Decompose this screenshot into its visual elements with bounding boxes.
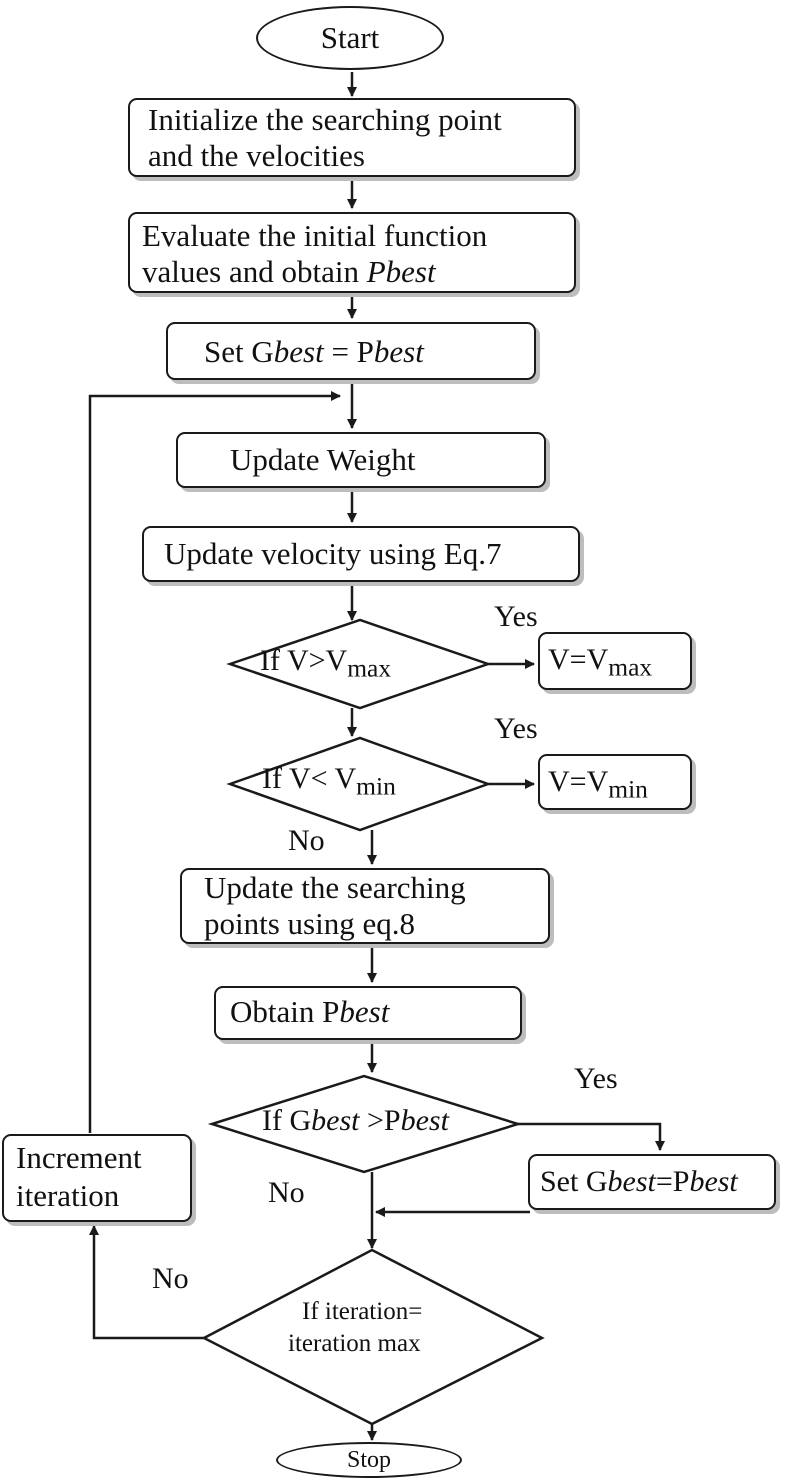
update-velocity-process: Update velocity using Eq.7 [142,526,580,582]
update-points-line2: points using eq.8 [204,906,415,941]
evaluate-line2: values and obtain Pbest [142,254,436,289]
update-weight-process: Update Weight [176,432,546,488]
assign-vmin-process: V=Vmin [538,754,692,810]
stop-terminal: Stop [276,1442,462,1478]
decision-iteration-shape [201,1248,545,1426]
stop-label: Stop [346,1446,391,1473]
label-yes-vmax: Yes [494,600,538,633]
label-no-vmin: No [288,824,325,857]
decision-vmax-shape [226,618,492,710]
set-gbest2-process: Set Gbest=Pbest [528,1154,776,1210]
set-gbest-text: Set Gbest = Pbest [204,334,424,369]
start-label: Start [320,20,380,55]
evaluate-line1: Evaluate the initial function [142,218,488,253]
increment-process: Increment iteration [2,1134,192,1222]
decision-iteration-line2: iteration max [288,1330,421,1357]
decision-iteration-line1: If iteration= [302,1298,423,1325]
increment-line1: Increment [16,1140,142,1175]
increment-line2: iteration [16,1178,120,1213]
init-process: Initialize the searching point and the v… [128,98,576,177]
arrow-gbest-yes [516,1122,665,1151]
evaluate-process: Evaluate the initial function values and… [128,212,576,293]
decision-vmax-text: If V>Vmax [260,644,392,683]
init-line1: Initialize the searching point [148,102,502,137]
arrow-iter-increment [89,1225,206,1340]
label-no-iter: No [152,1262,189,1295]
set-gbest2-text: Set Gbest=Pbest [540,1165,738,1198]
label-yes-gbest: Yes [574,1062,618,1095]
decision-gbest-text: If Gbest >Pbest [262,1104,449,1137]
label-yes-vmin: Yes [494,712,538,745]
update-points-process: Update the searching points using eq.8 [180,868,550,944]
init-line2: and the velocities [148,138,365,173]
assign-vmin-text: V=Vmin [548,765,648,804]
update-weight-text: Update Weight [230,442,416,477]
arrow-loop-back [88,391,341,1133]
start-terminal: Start [256,6,444,70]
decision-vmin-text: If V< Vmin [262,762,396,801]
label-no-gbest: No [268,1176,305,1209]
decision-vmin-shape [226,736,492,832]
assign-vmax-process: V=Vmax [538,632,692,690]
assign-vmax-text: V=Vmax [548,643,653,682]
update-points-line1: Update the searching [204,870,466,905]
set-gbest-process: Set Gbest = Pbest [166,322,536,380]
decision-gbest-shape [207,1074,523,1174]
obtain-pbest-process: Obtain Pbest [214,986,522,1040]
obtain-pbest-text: Obtain Pbest [230,994,390,1029]
update-velocity-text: Update velocity using Eq.7 [164,536,502,571]
